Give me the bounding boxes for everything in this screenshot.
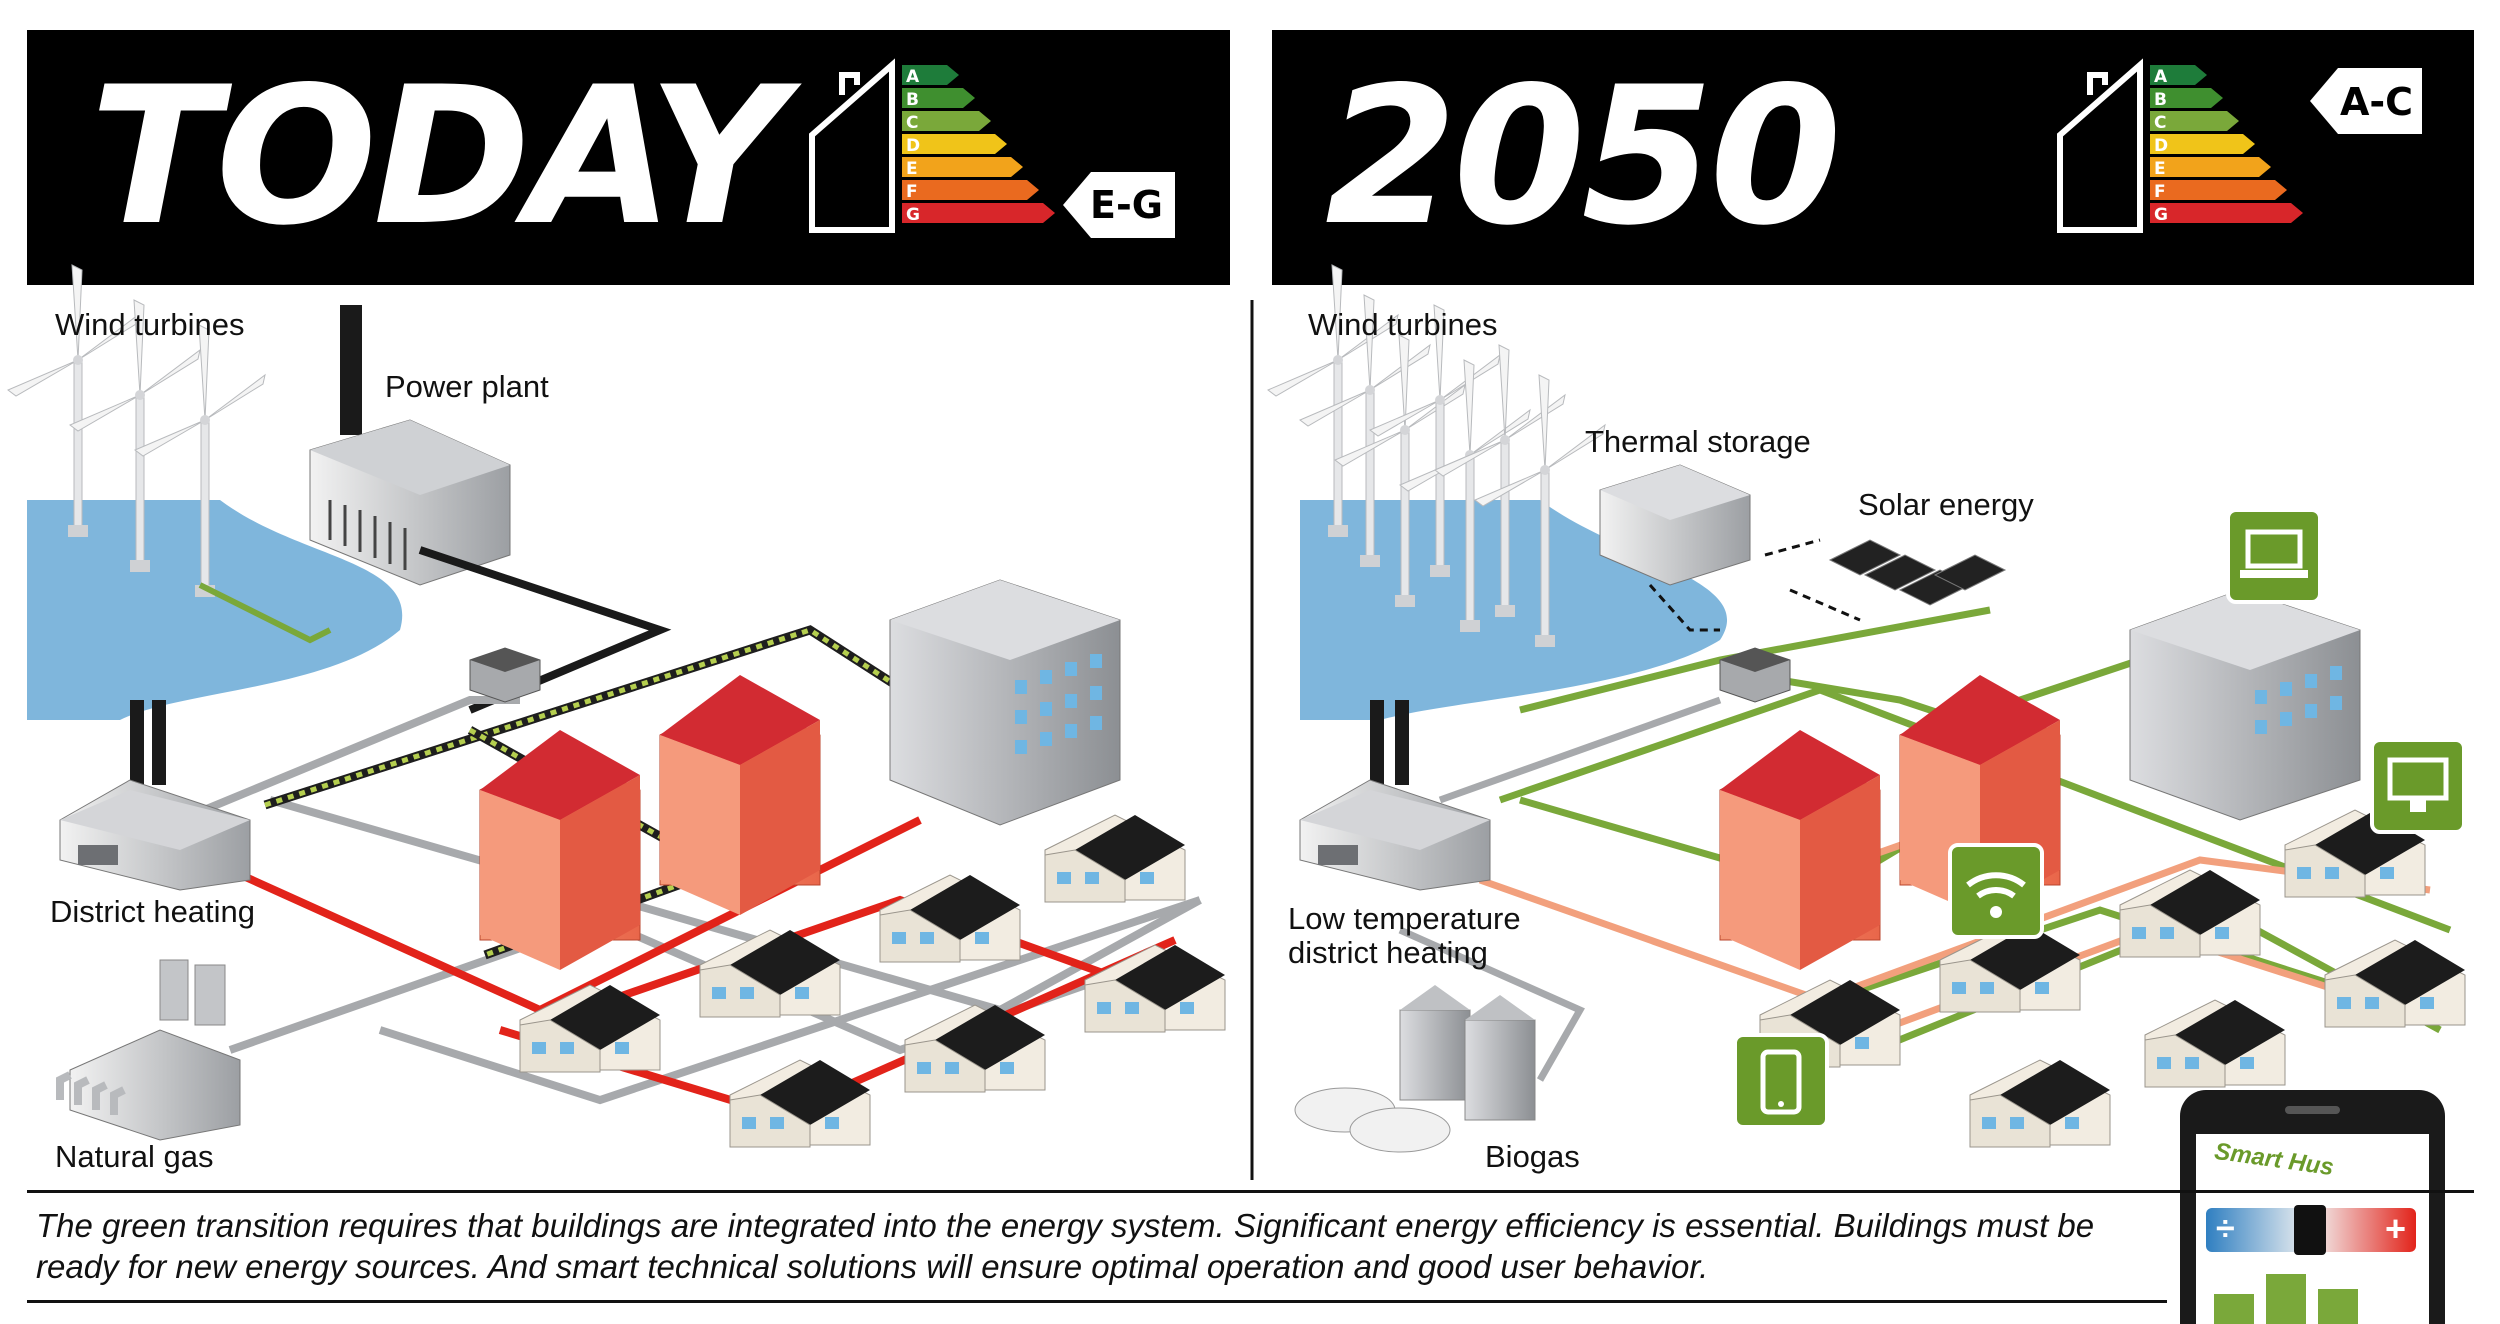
smartphone-device: Smart Hus ÷ + [2180,1090,2445,1324]
rating-letter-C: C [906,113,918,133]
caption-text: The green transition requires that build… [36,1207,2095,1285]
rating-bar-F [902,180,1039,200]
today-banner [27,30,1230,285]
decrease-button[interactable]: ÷ [2216,1210,2235,1248]
rating-bar-E [2150,157,2271,177]
rating-bar-F [2150,180,2287,200]
phone-app-title: Smart Hus [2212,1137,2336,1182]
rating-letter-C: C [2154,113,2166,133]
usage-bar-3 [2318,1289,2358,1324]
future-title: 2050 [1325,46,1842,267]
rating-bar-D [2150,134,2255,154]
power-plant [309,305,511,586]
rating-bar-C [2150,111,2239,131]
laptop-icon [2226,508,2322,604]
rating-bar-C [902,111,991,131]
rating-bar-B [2150,88,2223,108]
label-power-plant: Power plant [385,369,549,404]
increase-button[interactable]: + [2384,1208,2406,1249]
smartphone-icon [1733,1033,1829,1129]
rating-letter-B: B [2154,90,2167,110]
rating-bar-E [902,157,1023,177]
thermal-storage-unit [1599,464,1751,586]
rating-bar-A [2150,65,2207,85]
natural-gas-plant [56,959,241,1141]
substation-box-2050 [1719,647,1791,703]
solar-panels [1828,539,2007,606]
usage-bar-2 [2266,1274,2306,1324]
rating-bar-B [902,88,975,108]
label-wind-turbines-2050: Wind turbines [1308,307,1498,342]
office-building-today [889,579,1121,826]
future-rating-tag [2310,68,2422,134]
label-low-temp-heating-1: Low temperature [1288,901,1521,936]
rating-letter-E: E [906,159,918,179]
rating-bar-G [2150,203,2303,223]
rating-letter-A: A [2154,67,2168,87]
rating-letter-B: B [906,90,919,110]
sea-area [27,500,403,720]
label-solar-energy: Solar energy [1858,487,2034,522]
rating-letter-G: G [906,205,920,225]
rating-letter-G: G [2154,205,2168,225]
future-energy-label: A-C [2340,80,2414,124]
today-energy-label: E-G [1090,183,1163,227]
label-natural-gas: Natural gas [55,1139,214,1174]
house-outline-icon [2057,58,2143,233]
rating-letter-D: D [906,136,920,156]
phone-screen: Smart Hus ÷ + [2196,1134,2429,1324]
rating-bar-A [902,65,959,85]
biogas-plant [1294,985,1536,1153]
rating-letter-D: D [2154,136,2168,156]
label-low-temp-heating-2: district heating [1288,935,1488,970]
wifi-icon [1948,843,2044,939]
today-title: TODAY [90,46,786,267]
future-banner [1272,30,2474,285]
label-district-heating: District heating [50,894,256,929]
rating-letter-F: F [2154,182,2166,202]
usage-bar-1 [2214,1294,2254,1324]
rating-bar-G [902,203,1055,223]
label-biogas: Biogas [1485,1139,1580,1174]
rating-bar-D [902,134,1007,154]
office-building-2050 [2129,589,2361,821]
district-heating-plant [59,700,251,891]
caption-rule-bottom [27,1300,2167,1303]
house-outline-icon [809,58,895,233]
rating-letter-A: A [906,67,920,87]
district-heating-plant-2050 [1299,700,1491,891]
caption-rule-top [27,1190,2474,1193]
today-rating-tag [1063,172,1175,238]
rating-letter-F: F [906,182,918,202]
thermostat-slider[interactable]: ÷ + [2206,1205,2416,1255]
label-thermal-storage: Thermal storage [1585,424,1811,459]
label-wind-turbines-today: Wind turbines [55,307,245,342]
monitor-icon [2370,738,2466,834]
substation-box [469,647,541,703]
slider-knob[interactable] [2294,1205,2326,1255]
rating-letter-E: E [2154,159,2166,179]
